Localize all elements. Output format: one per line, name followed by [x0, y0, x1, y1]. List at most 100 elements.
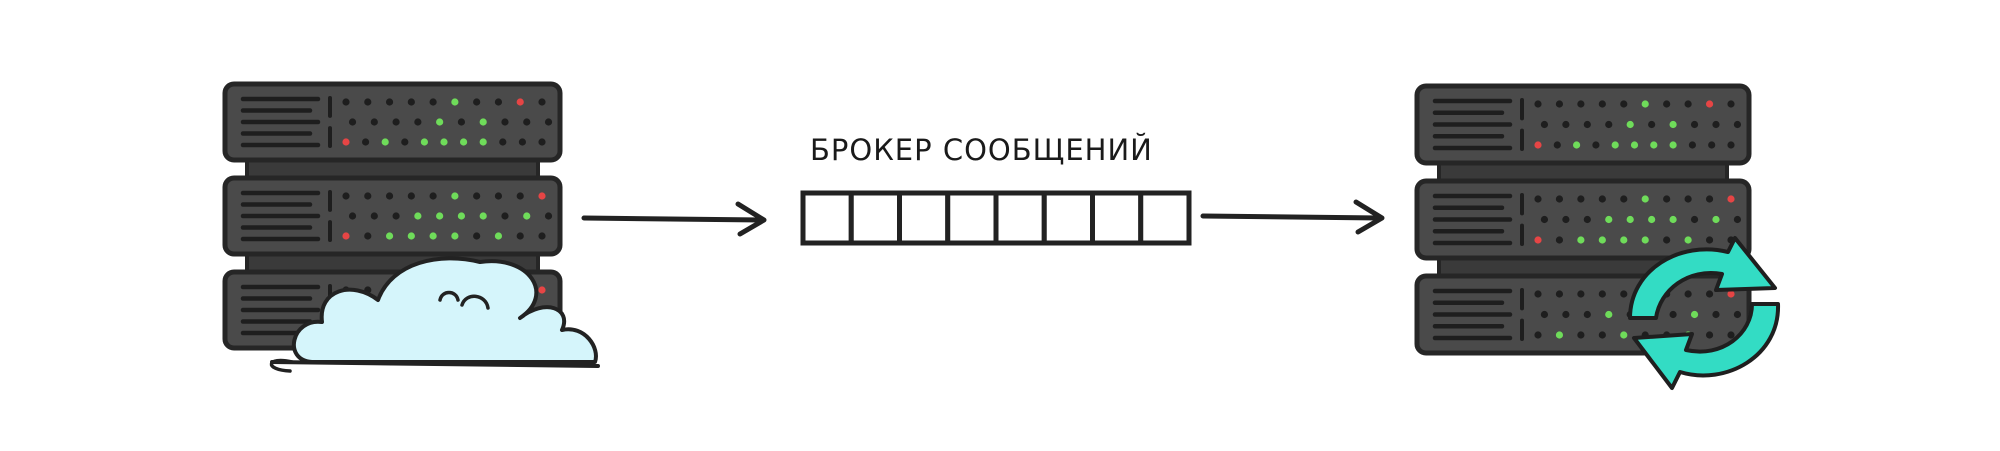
status-led [1577, 236, 1585, 244]
status-led [1669, 141, 1677, 149]
status-led [1555, 236, 1564, 244]
status-led [1562, 215, 1570, 224]
status-led [1641, 236, 1649, 244]
status-led [1641, 100, 1649, 108]
status-led [1611, 141, 1619, 149]
consumer-server-unit [1414, 83, 1752, 166]
status-led [499, 138, 507, 146]
status-led [1534, 331, 1542, 339]
status-led [1708, 141, 1716, 149]
status-led [1598, 331, 1606, 339]
status-led [1705, 331, 1714, 339]
status-led [342, 138, 350, 146]
status-led [1727, 100, 1735, 108]
status-led [1620, 236, 1628, 244]
queue-slot [1138, 190, 1192, 246]
status-led [1605, 310, 1613, 319]
status-led [1690, 120, 1699, 129]
status-led [1705, 100, 1714, 108]
status-led [436, 118, 444, 126]
status-led [1684, 100, 1692, 108]
status-led [348, 118, 357, 126]
status-led [1669, 120, 1677, 129]
queue-slot [800, 190, 854, 246]
status-led [348, 212, 357, 220]
status-led [1684, 290, 1692, 298]
status-led [440, 138, 448, 146]
status-led [494, 98, 503, 106]
status-led [1620, 100, 1628, 108]
status-led [1669, 215, 1677, 224]
status-led [473, 98, 481, 106]
status-led [1592, 141, 1600, 149]
status-led [342, 192, 350, 200]
status-led [429, 232, 437, 240]
status-led [1626, 120, 1634, 129]
status-led [1534, 290, 1542, 298]
status-led [479, 138, 487, 146]
status-led [538, 192, 546, 200]
queue-slot [993, 190, 1047, 246]
status-led [1727, 195, 1735, 203]
status-led [1562, 310, 1570, 319]
status-led [370, 212, 378, 220]
status-led [1727, 141, 1735, 149]
status-led [364, 232, 372, 240]
status-led [1553, 141, 1561, 149]
status-led [1705, 290, 1714, 298]
status-led [544, 212, 553, 220]
status-led [1688, 141, 1696, 149]
status-led [473, 232, 481, 240]
consumer-server-unit [1414, 178, 1752, 261]
status-led [1577, 100, 1585, 108]
status-led [538, 138, 546, 146]
status-led [1712, 310, 1720, 319]
status-led [436, 212, 444, 220]
status-led [1577, 195, 1585, 203]
status-led [523, 118, 531, 126]
status-led [1620, 290, 1628, 298]
status-led [429, 192, 437, 200]
status-led [544, 118, 553, 126]
status-led [538, 286, 546, 294]
status-led [1540, 310, 1549, 319]
status-led [1598, 100, 1606, 108]
status-led [1620, 331, 1628, 339]
status-led [1712, 215, 1720, 224]
status-led [479, 118, 487, 126]
status-led [1540, 215, 1549, 224]
status-led [451, 232, 459, 240]
status-led [342, 98, 350, 106]
status-led [1727, 331, 1735, 339]
queue-slot [897, 190, 951, 246]
status-led [494, 192, 503, 200]
status-led [501, 212, 509, 220]
status-led [1733, 120, 1742, 129]
consumer-server-icon [1414, 83, 1752, 356]
refresh-cycle-icon [1628, 236, 1781, 390]
status-led [1555, 100, 1564, 108]
status-led [1540, 120, 1549, 129]
status-led [1630, 141, 1639, 149]
status-led [362, 138, 370, 146]
status-led [1620, 195, 1628, 203]
status-led [1684, 195, 1692, 203]
status-led [1555, 290, 1564, 298]
producer-server-unit [222, 81, 563, 163]
status-led [473, 192, 481, 200]
status-led [414, 118, 422, 126]
status-led [1641, 195, 1649, 203]
status-led [451, 192, 459, 200]
consumer-server-unit [1414, 273, 1752, 356]
status-led [1712, 120, 1720, 129]
status-led [407, 232, 415, 240]
status-led [1583, 120, 1591, 129]
status-led [1690, 310, 1699, 319]
status-led [342, 232, 350, 240]
queue-slot [1041, 190, 1095, 246]
status-led [420, 138, 428, 146]
status-led [1534, 236, 1542, 244]
status-led [392, 118, 400, 126]
status-led [523, 212, 531, 220]
status-led [460, 138, 468, 146]
